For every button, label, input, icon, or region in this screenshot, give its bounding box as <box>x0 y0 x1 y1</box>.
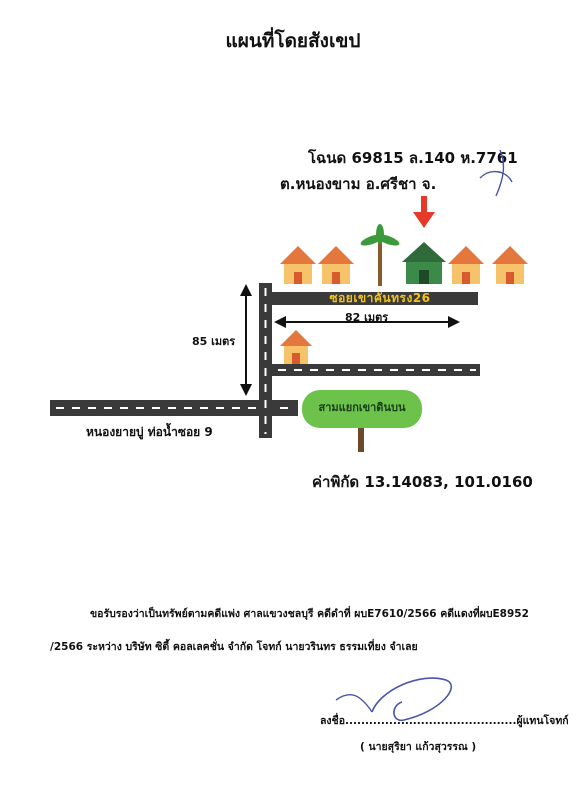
soi-road-label: ซอยเขาคันทรง26 <box>329 291 431 305</box>
deed-location: ต.หนองขาม อ.ศรีชา จ. <box>280 175 437 193</box>
down-arrow-icon <box>413 196 435 228</box>
signer-name: ( นายสุริยา แก้วสุวรรณ ) <box>360 741 477 753</box>
branch-road <box>272 364 480 376</box>
page-title: แผนที่โดยสังเขป <box>225 30 361 52</box>
main-road-label: หนองยายบู่ ท่อน้ำซอย 9 <box>86 425 213 439</box>
horizontal-distance-label: 82 เมตร <box>345 311 389 324</box>
main-road <box>50 400 298 416</box>
coordinates: ค่าพิกัด 13.14083, 101.0160 <box>312 473 533 491</box>
horizontal-distance-arrow <box>274 316 460 328</box>
house-icon <box>280 246 316 284</box>
vertical-road <box>259 283 272 438</box>
junction-tree-sign <box>302 390 422 452</box>
certification-line-2: /2566 ระหว่าง บริษัท ซิตี้ คอลเลคชั่น จำ… <box>50 641 418 653</box>
vertical-distance-arrow <box>240 284 252 396</box>
signature-mark <box>335 677 453 722</box>
house-icon <box>448 246 484 284</box>
house-icon <box>492 246 528 284</box>
vertical-distance-label: 85 เมตร <box>192 335 236 348</box>
deed-number: โฉนด 69815 ล.140 ห.7761 <box>308 149 518 167</box>
target-house-icon <box>402 242 446 284</box>
certification-line-1: ขอรับรองว่าเป็นทรัพย์ตามคดีแพ่ง ศาลแขวงช… <box>90 608 529 620</box>
palm-tree-icon <box>360 224 400 286</box>
soi-road <box>272 292 478 305</box>
signature-line: ลงชื่อ..................................… <box>320 715 569 727</box>
stamp-scribble <box>479 149 513 197</box>
junction-label: สามแยกเขาดินบน <box>318 401 406 414</box>
house-icon <box>318 246 354 284</box>
house-icon <box>280 330 312 364</box>
